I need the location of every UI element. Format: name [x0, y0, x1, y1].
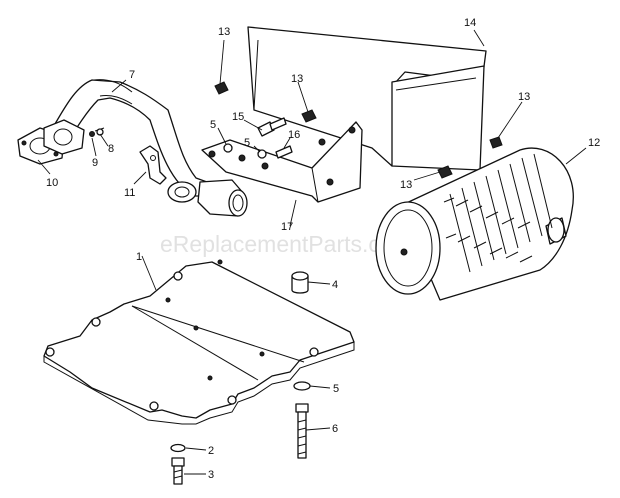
- callout-2: 2: [208, 445, 214, 457]
- callout-13-top: 13: [218, 26, 230, 38]
- callout-4: 4: [332, 279, 338, 291]
- callout-1: 1: [136, 251, 142, 263]
- callout-5-upper: 5: [210, 119, 216, 131]
- flange-gaskets: [17, 119, 85, 165]
- callout-10: 10: [46, 177, 58, 189]
- fastener-group: [214, 81, 503, 179]
- callout-13-lower: 13: [400, 179, 412, 191]
- callout-16: 16: [288, 129, 300, 141]
- exhaust-pipe: [47, 79, 248, 217]
- callout-14: 14: [464, 17, 476, 29]
- callout-13-right: 13: [518, 91, 530, 103]
- callout-12: 12: [588, 137, 600, 149]
- callout-7: 7: [129, 69, 135, 81]
- lower-fasteners: [170, 443, 186, 485]
- callout-6: 6: [332, 423, 338, 435]
- watermark: eReplacementParts.com: [160, 231, 412, 257]
- mounting-bracket: [201, 121, 363, 203]
- leader-lines: [37, 29, 587, 475]
- callout-15: 15: [232, 111, 244, 123]
- bolt-washer-8-9: [89, 127, 105, 137]
- base-plate: [43, 259, 355, 425]
- callout-9: 9: [92, 157, 98, 169]
- callout-3: 3: [208, 469, 214, 481]
- muffler: [375, 147, 574, 301]
- callout-11: 11: [124, 187, 135, 199]
- callout-labels: 7 8 9 10 11 13 13 14 13 13 12 15 5 5 16 …: [46, 17, 600, 481]
- callout-13-middle: 13: [291, 73, 303, 85]
- hook-bracket: [139, 145, 167, 185]
- callout-17: 17: [281, 221, 293, 233]
- spacer-bolt-assembly: [291, 271, 311, 459]
- callout-8: 8: [108, 143, 114, 155]
- callout-5-lower: 5: [333, 383, 339, 395]
- callout-5-middle: 5: [244, 137, 250, 149]
